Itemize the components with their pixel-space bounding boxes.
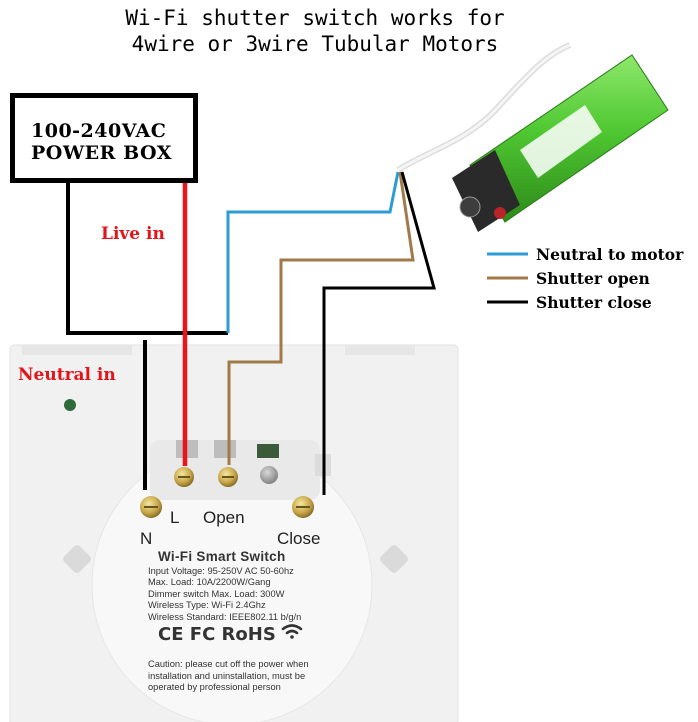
legend-lines <box>487 252 528 304</box>
neutral-in-label: Neutral in <box>18 365 116 385</box>
certification-marks: CE FC RoHS <box>158 624 276 645</box>
terminal-open-label: Open <box>203 508 245 527</box>
terminal-close-label: Close <box>277 529 321 548</box>
legend-neutral-to-motor: Neutral to motor <box>536 245 684 264</box>
tubular-motor <box>396 42 669 232</box>
terminal-n-label: N <box>140 529 153 548</box>
terminal-l-label: L <box>170 508 180 527</box>
switch-back-panel <box>9 344 459 722</box>
power-box: 100-240VAC POWER BOX <box>10 93 198 183</box>
panel-indicator-dot <box>64 399 76 411</box>
wifi-icon <box>281 624 303 639</box>
neutral-supply-wire <box>66 183 228 335</box>
power-box-voltage: 100-240VAC <box>31 120 167 142</box>
legend-shutter-open: Shutter open <box>536 269 650 288</box>
wires <box>66 171 436 495</box>
legend-shutter-close: Shutter close <box>536 293 652 312</box>
live-in-label: Live in <box>101 224 165 244</box>
diagram-title-line1: Wi-Fi shutter switch works for <box>125 6 505 30</box>
neutral-to-motor-wire <box>226 171 400 333</box>
terminal-unused-screw <box>260 466 278 484</box>
switch-specs: Input Voltage: 95-250V AC 50-60hz Max. L… <box>148 566 302 622</box>
caution-text: Caution: please cut off the power when i… <box>148 659 309 693</box>
motor-label-sticker <box>520 105 602 178</box>
terminal-screws <box>140 466 314 518</box>
switch-name: Wi-Fi Smart Switch <box>158 549 286 564</box>
diagram-title-line2: 4wire or 3wire Tubular Motors <box>131 32 499 56</box>
shutter-close-wire <box>322 171 436 495</box>
power-box-label: POWER BOX <box>31 142 172 164</box>
shutter-open-wire <box>227 171 415 465</box>
